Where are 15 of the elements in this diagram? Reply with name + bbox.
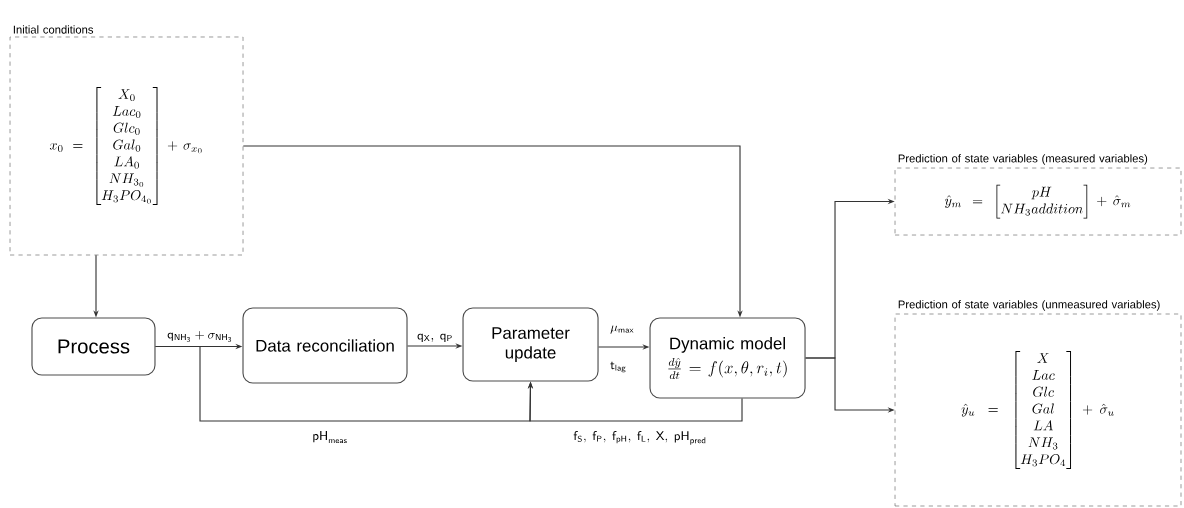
equation-box: $x_0 = \begin{bmatrix} X_0\\ Lac_0\\ Glc_0\\ Gal_0\\ LA_0\\ NH_{3_0}\\ H_3PO_{4_0}\end{bmatrix} + \sigma_{x_0}$ bbox=[9, 36, 244, 256]
edge-label: $\mathsf{pH}_{\mathsf{meas}}$ bbox=[313, 431, 347, 444]
process-box: Data reconciliation bbox=[242, 307, 408, 384]
process-box: Process bbox=[31, 317, 156, 376]
process-box: Dynamic model $\frac{d\hat{y}}{dt} = f(x,\theta,r_i,t)$ bbox=[649, 317, 806, 399]
edge-label: $\mathsf{f}_{\mathsf{S}},\ \mathsf{f}_{\mathsf{P}},\ \mathsf{f}_{\mathsf{pH}},\ \mathsf{f}_{\mathsf{L}},\ \mathsf{X},\ \mathsf{pH}_{\mathsf{pred}}$ bbox=[573, 431, 706, 445]
equation-box: $\hat{y}_m = \begin{bmatrix} pH\\ NH_3 addition\end{bmatrix} + \hat{\sigma}_m$ bbox=[894, 167, 1182, 236]
edge-label: $\mathsf{q}_{\mathsf{X}},\ \mathsf{q}_{\mathsf{P}}$ bbox=[417, 333, 452, 342]
box-heading: Initial conditions bbox=[13, 25, 94, 34]
equation-box: $\hat{y}_u = \begin{bmatrix} X\\ Lac\\ Glc\\ Gal\\ LA\\ NH_3\\ H_3PO_4\end{bmatrix} + \hat{\sigma}_u$ bbox=[894, 313, 1182, 507]
edge-label: $\begin{array}{l}\mu_{\mathsf{max}}\\[16pt] \mathsf{t}_{\mathsf{lag}}\end{array}$ bbox=[610, 325, 634, 373]
process-box: Parameter update bbox=[462, 307, 599, 382]
box-heading: Prediction of state variables (measured variables) bbox=[898, 154, 1148, 165]
box-heading: Prediction of state variables (unmeasured variables) bbox=[898, 300, 1160, 311]
edge-label: $\mathsf{q}_{\mathsf{NH_3}} + \sigma_{\mathsf{NH_3}}$ bbox=[167, 330, 232, 342]
